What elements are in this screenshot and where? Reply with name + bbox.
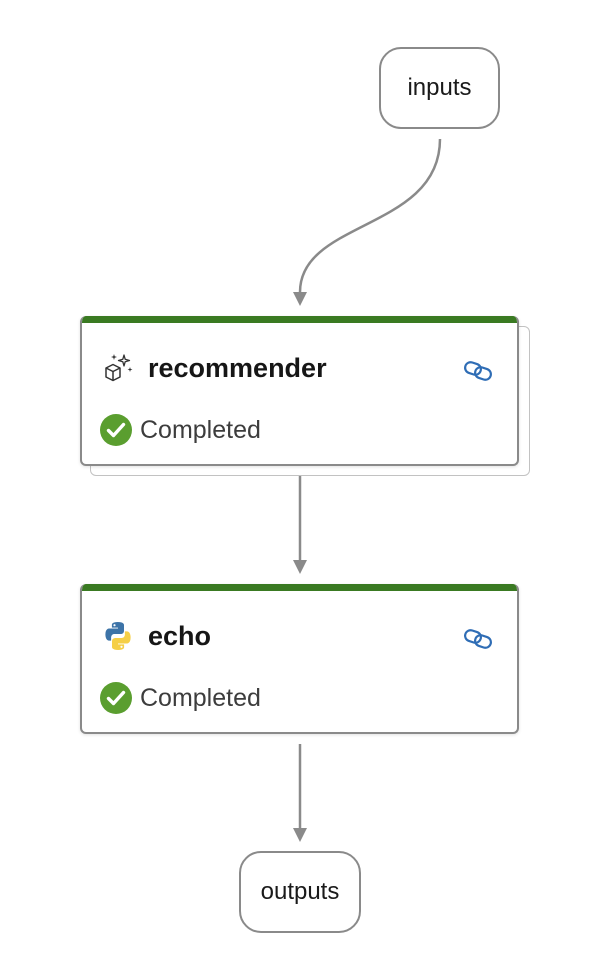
status-bar <box>82 584 517 591</box>
link-icon[interactable] <box>463 626 493 652</box>
recommender-node[interactable]: recommender Completed <box>80 316 519 466</box>
check-circle-icon <box>100 414 132 446</box>
sparkle-cube-icon <box>102 352 134 384</box>
arrowhead-echo <box>293 560 307 574</box>
status-label: Completed <box>140 683 261 712</box>
edge-inputs-recommender <box>298 138 442 293</box>
inputs-label: inputs <box>407 74 472 101</box>
outputs-label: outputs <box>260 878 340 905</box>
outputs-node[interactable]: outputs <box>239 851 361 933</box>
status-indicator: Completed <box>100 414 261 446</box>
status-bar <box>82 316 517 323</box>
python-icon <box>102 620 134 652</box>
node-title: echo <box>148 620 212 651</box>
status-indicator: Completed <box>100 682 261 714</box>
inputs-node[interactable]: inputs <box>379 47 500 129</box>
node-title: recommender <box>148 352 327 383</box>
arrowhead-outputs <box>293 828 307 842</box>
check-circle-icon <box>100 682 132 714</box>
arrowhead-recommender <box>293 292 307 306</box>
echo-node[interactable]: echo Completed <box>80 584 519 734</box>
link-icon[interactable] <box>463 358 493 384</box>
status-label: Completed <box>140 415 261 444</box>
